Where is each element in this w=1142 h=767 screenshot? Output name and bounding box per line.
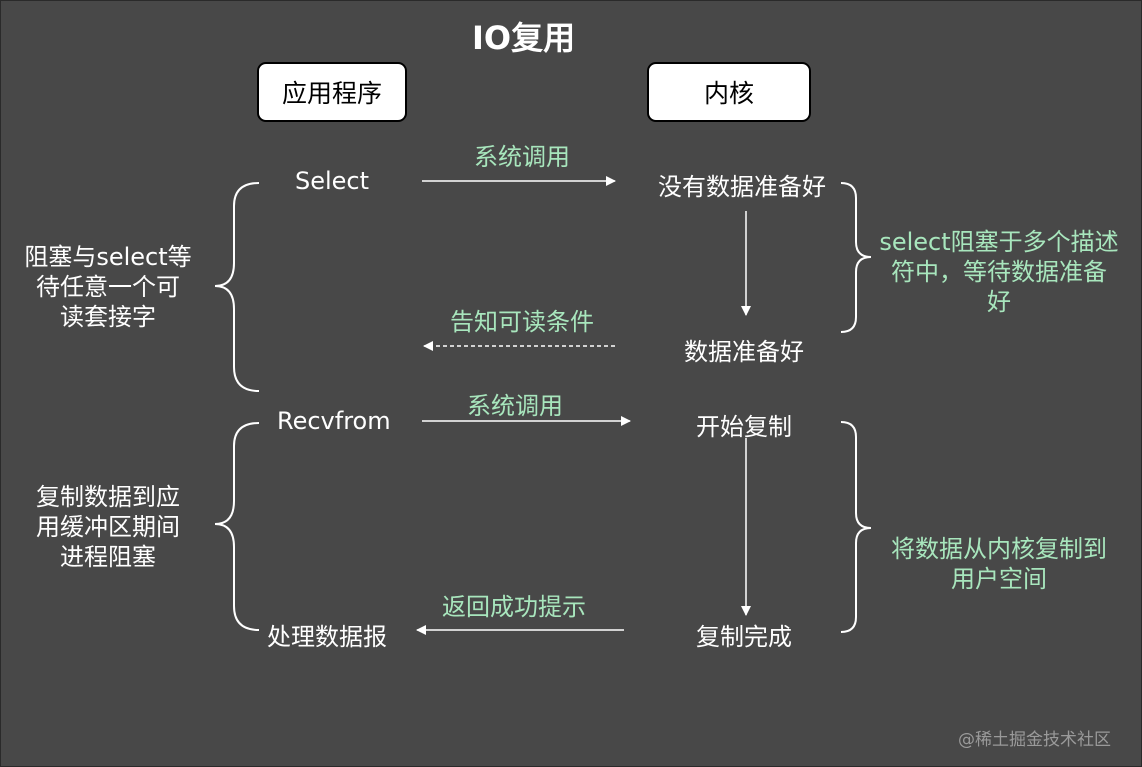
select-step: Select: [295, 167, 370, 195]
right-brace-copy: [840, 421, 872, 633]
return-success-label: 返回成功提示: [442, 593, 586, 621]
copy-start-step: 开始复制: [696, 413, 792, 441]
data-ready-step: 数据准备好: [684, 338, 804, 366]
app-header-box: 应用程序: [257, 62, 407, 122]
syscall-label-1: 系统调用: [474, 143, 570, 171]
diagram-title: IO复用: [472, 19, 576, 57]
syscall-label-2: 系统调用: [467, 392, 563, 420]
left-brace-select: [214, 182, 260, 392]
watermark: @稀土掘金技术社区: [958, 730, 1111, 750]
left-note-copy-block: 复制数据到应 用缓冲区期间 进程阻塞: [36, 483, 180, 571]
notify-readable-label: 告知可读条件: [450, 308, 594, 336]
kernel-header-box: 内核: [647, 62, 811, 122]
right-brace-select: [840, 182, 872, 333]
right-note-copy-block: 将数据从内核复制到 用户空间: [891, 535, 1107, 593]
recvfrom-step: Recvfrom: [277, 407, 391, 435]
right-note-select-block: select阻塞于多个描述 符中，等待数据准备 好: [879, 228, 1119, 316]
process-datagram-step: 处理数据报: [267, 623, 387, 651]
left-brace-copy: [214, 422, 260, 631]
copy-done-step: 复制完成: [696, 623, 792, 651]
left-note-select-block: 阻塞与select等 待任意一个可 读套接字: [24, 243, 192, 331]
no-data-ready-step: 没有数据准备好: [658, 173, 826, 201]
